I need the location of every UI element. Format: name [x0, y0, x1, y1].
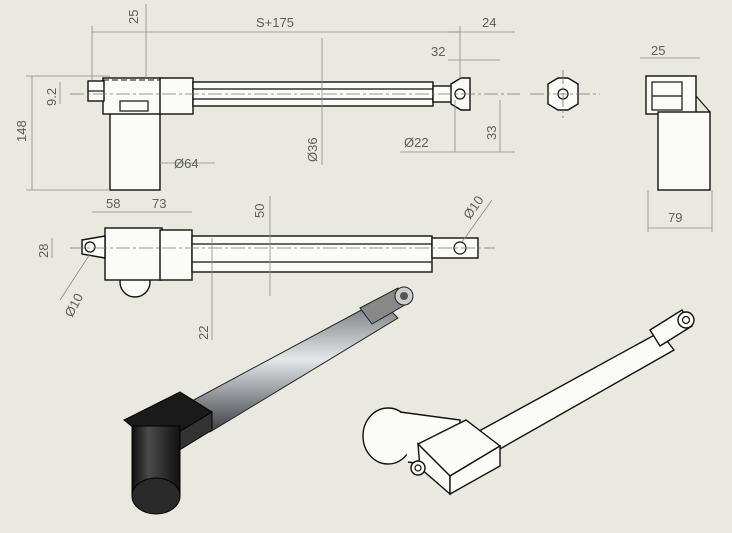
dim-92: 9.2 — [44, 88, 59, 106]
side-outer-tube — [191, 235, 433, 273]
iso-shaded-rod-hole — [400, 292, 408, 300]
dim-10b-leader — [461, 199, 493, 243]
iso-line-outer-tube — [469, 331, 676, 459]
iso-render-shaded — [123, 286, 414, 515]
iso-line-gearbox-front — [449, 444, 501, 496]
front-clevis — [450, 77, 471, 111]
side-collar — [159, 229, 193, 281]
iso-shaded-motor-cap — [131, 477, 181, 515]
side-gearbox — [104, 227, 163, 281]
top-view: S+175 25 24 32 148 9.2 Ø36 Ø64 Ø22 33 — [14, 4, 600, 191]
side-view: 58 73 50 28 Ø10 Ø10 22 — [36, 193, 495, 340]
dim-58: 58 — [106, 196, 120, 211]
dim-73: 73 — [152, 196, 166, 211]
dim-dia22: Ø22 — [404, 135, 429, 150]
outer-tube-collar — [159, 77, 194, 115]
gearbox-window — [119, 100, 149, 112]
dim-dia36: Ø36 — [305, 137, 320, 162]
dim-28: 28 — [36, 244, 51, 258]
end-chamfer — [695, 95, 711, 113]
iso-shaded-outer-tube — [189, 299, 399, 433]
dim-dia64: Ø64 — [174, 156, 199, 171]
end-motor — [657, 111, 711, 191]
end-view: 25 79 — [640, 43, 713, 232]
dim-dia10-rear: Ø10 — [61, 291, 86, 320]
dim-10a-leader — [59, 253, 91, 301]
iso-render-line — [362, 309, 695, 496]
motor-body — [109, 111, 161, 191]
dim-25-top: 25 — [126, 10, 141, 24]
dim-end-25: 25 — [651, 43, 665, 58]
iso-line-rod-hole — [681, 315, 691, 325]
dim-end-79: 79 — [668, 210, 682, 225]
dim-stroke: S+175 — [256, 15, 294, 30]
dim-33: 33 — [484, 126, 499, 140]
iso-line-rear-hole — [414, 464, 422, 472]
dim-22-side: 22 — [196, 326, 211, 340]
gearbox-head — [102, 77, 162, 115]
dim-148: 148 — [14, 120, 29, 142]
dim-50: 50 — [252, 204, 267, 218]
iso-line-rear-clevis — [410, 460, 426, 476]
dim-dia10-front: Ø10 — [460, 193, 486, 222]
dim-32: 32 — [431, 44, 445, 59]
dim-24: 24 — [482, 15, 496, 30]
side-rear-clevis — [81, 235, 106, 259]
iso-line-rod-eye — [677, 311, 695, 329]
side-rear-hole — [84, 241, 96, 253]
